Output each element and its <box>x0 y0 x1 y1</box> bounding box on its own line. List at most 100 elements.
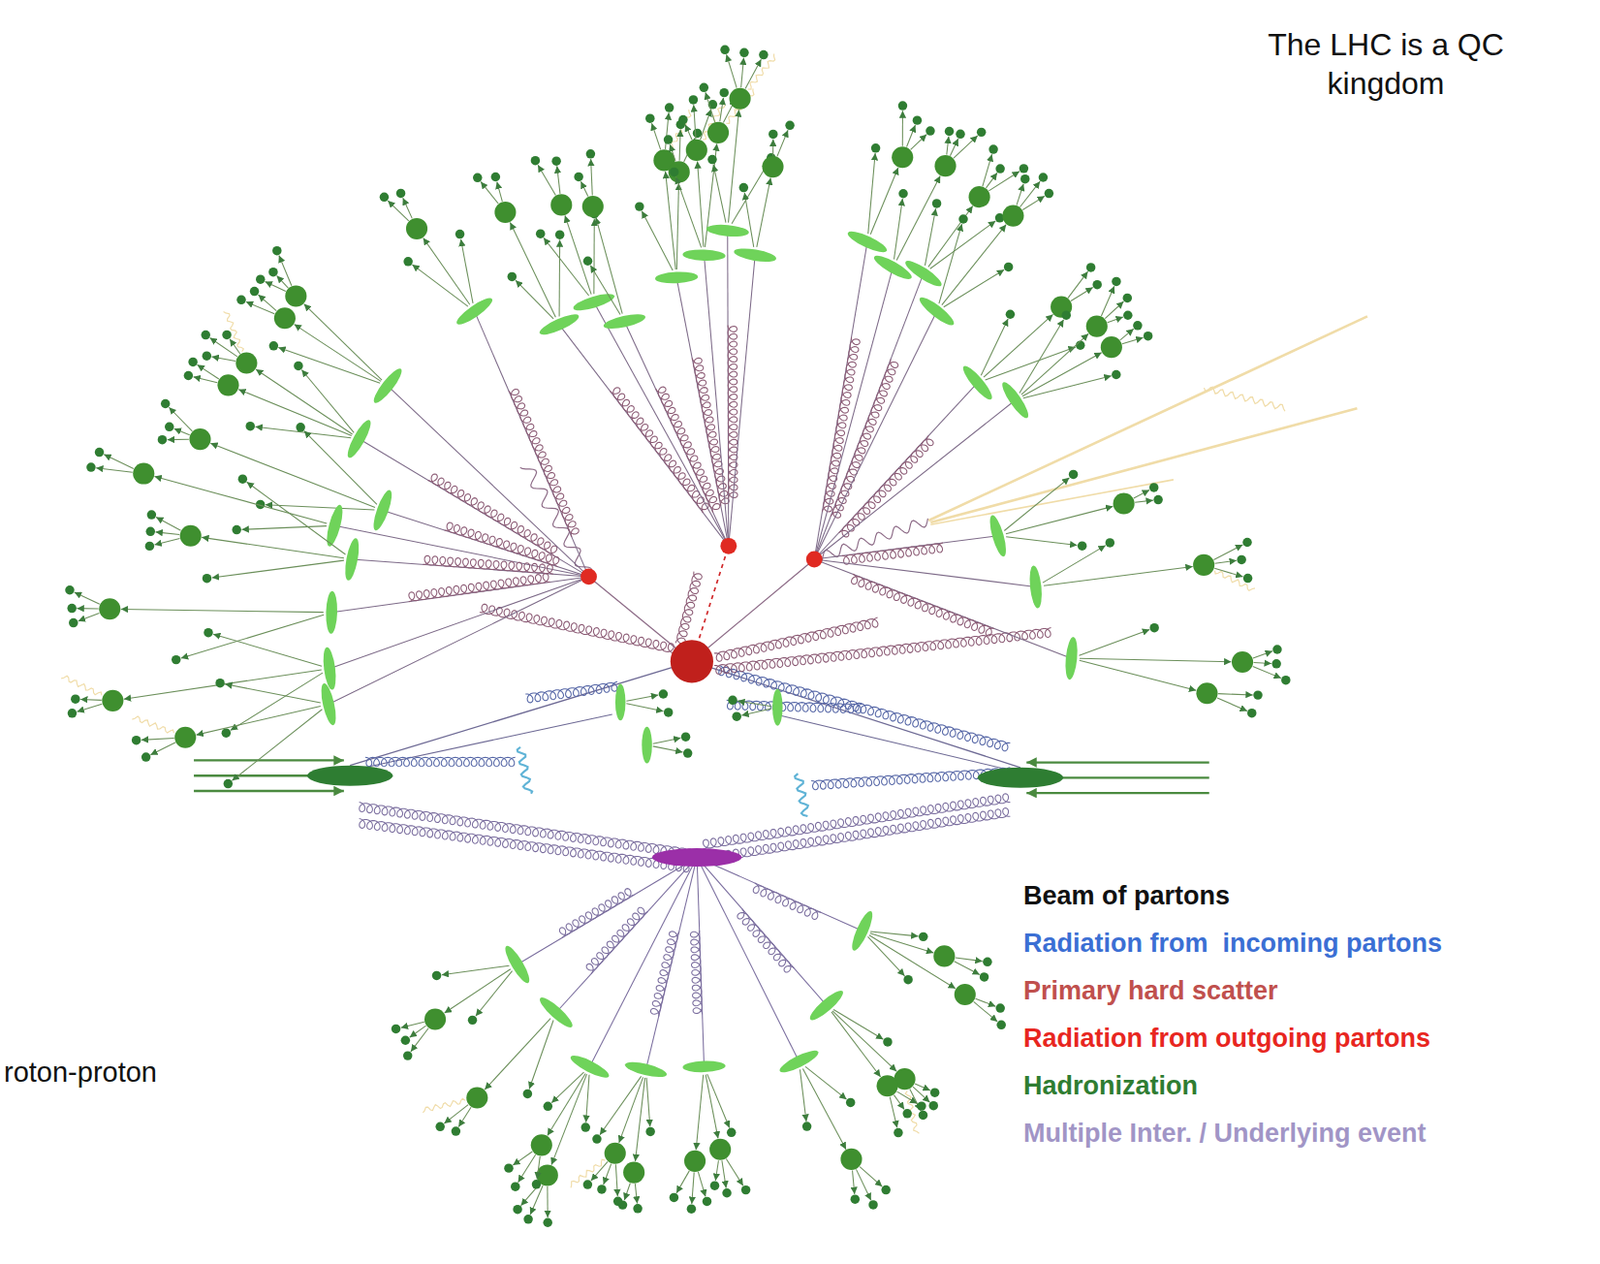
decay-track <box>953 135 978 158</box>
decay-track <box>246 301 275 314</box>
decay-dot <box>396 188 406 198</box>
hadron-dot <box>188 428 211 450</box>
hadron-track <box>586 1074 590 1123</box>
decay-track <box>777 129 788 157</box>
decay-track <box>168 407 192 432</box>
legend-swatch: Radiation from outgoing partons <box>1023 1014 1443 1063</box>
cluster-ellipse <box>986 513 1009 559</box>
decay-track <box>537 164 556 195</box>
hadron-track <box>1019 319 1065 394</box>
hadron-dot <box>954 983 976 1005</box>
hadron-track <box>695 1074 704 1151</box>
incoming-parton <box>691 660 1021 768</box>
gluon-coil <box>830 359 899 519</box>
cluster-ellipse <box>959 362 996 403</box>
hadron-track <box>802 1067 847 1149</box>
decay-dot <box>202 350 212 360</box>
decay-dot <box>201 330 211 340</box>
gluon-coil <box>359 817 691 872</box>
hadron-track <box>121 608 324 612</box>
hadron-track <box>741 708 772 716</box>
decay-track <box>679 129 681 161</box>
decay-dot <box>403 256 412 266</box>
hadron-cluster <box>998 277 1153 422</box>
gluon-coil <box>525 681 618 703</box>
hadron-track <box>411 264 469 307</box>
hadron-dot <box>668 160 691 183</box>
hadron-track <box>1021 333 1089 395</box>
cluster-ellipse <box>453 294 496 329</box>
hadron-dot <box>582 195 604 218</box>
decay-dot <box>871 143 880 153</box>
decay-track <box>512 1151 533 1165</box>
decay-track <box>546 1186 548 1218</box>
hadron-track <box>893 198 903 260</box>
hadron-track <box>1022 352 1102 397</box>
hadron-track <box>484 1018 551 1090</box>
hadron-track <box>543 237 590 296</box>
hadron-track <box>869 935 956 989</box>
hadron-track <box>697 160 704 247</box>
decay-track <box>910 134 927 151</box>
hadron-cluster <box>902 144 1029 290</box>
decay-track <box>409 1025 427 1037</box>
ue-line <box>646 856 698 1069</box>
decay-dot <box>768 129 778 139</box>
gluon-coil <box>839 435 935 536</box>
decay-track <box>518 1154 536 1183</box>
decay-track <box>1217 697 1248 712</box>
title-text: The LHC is a QC kingdom <box>1250 25 1522 103</box>
decay-dot <box>1105 537 1115 547</box>
decay-track <box>1253 651 1273 659</box>
decay-track <box>685 124 692 140</box>
decay-dot <box>613 1196 623 1206</box>
hadron-track <box>278 347 380 384</box>
decay-track <box>725 1159 743 1187</box>
cluster-ellipse <box>571 290 617 314</box>
gluon-coil <box>719 665 1011 752</box>
decay-dot <box>1123 293 1132 303</box>
beam-line <box>1026 760 1209 763</box>
decay-track <box>914 1083 931 1091</box>
hadron-track <box>475 971 513 1017</box>
cluster-ellipse <box>624 1059 669 1081</box>
parton-line <box>387 385 589 577</box>
hadron-dot <box>877 1074 899 1097</box>
decay-dot <box>739 48 749 58</box>
decay-track <box>949 138 958 157</box>
hadron-cluster <box>379 188 496 329</box>
hadron-track <box>868 153 876 234</box>
decay-track <box>78 612 100 621</box>
decay-dot <box>586 149 596 158</box>
ue-line <box>696 856 827 1005</box>
parton-line <box>814 311 937 560</box>
decay-track <box>1133 489 1150 499</box>
photon-line <box>422 1098 466 1113</box>
hadron-track <box>707 1073 730 1128</box>
cluster-ellipse <box>536 311 581 340</box>
decay-dot <box>699 83 709 93</box>
legend-text: Multiple Inter. / Underlying event <box>1023 1118 1427 1148</box>
hadron-dot <box>531 1133 553 1156</box>
decay-dot <box>1019 163 1029 173</box>
decay-track <box>988 171 1020 191</box>
hadron-dot <box>406 218 428 240</box>
decay-dot <box>958 214 968 223</box>
decay-dot <box>391 1024 401 1034</box>
decay-dot <box>184 371 193 380</box>
decay-dot <box>491 172 501 182</box>
decay-dot <box>86 462 95 471</box>
photon-line <box>1203 386 1285 411</box>
hadron-cluster <box>503 1051 612 1227</box>
cluster-ellipse <box>370 488 396 534</box>
decay-track <box>74 592 100 604</box>
hadron-dot <box>1195 682 1218 704</box>
hadron-dot <box>424 1007 446 1030</box>
decay-dot <box>669 167 679 177</box>
hadron-track <box>653 737 682 744</box>
decay-dot <box>1242 537 1252 547</box>
gluon-coil <box>821 337 860 512</box>
decay-track <box>156 517 181 532</box>
decay-dot <box>634 201 644 211</box>
decay-track <box>403 197 413 219</box>
